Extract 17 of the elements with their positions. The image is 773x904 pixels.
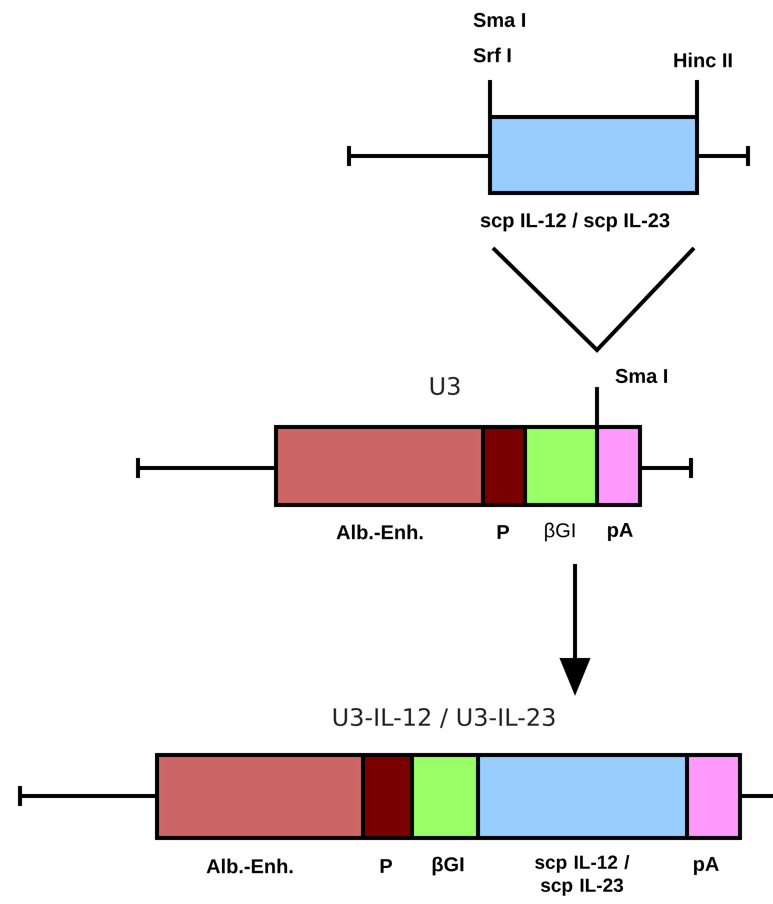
enzyme-label: Sma I	[616, 368, 667, 384]
node-label: P	[498, 525, 509, 539]
node-label: pA	[694, 857, 719, 875]
enzyme-label: Srf I	[474, 48, 511, 62]
node-label: pA	[608, 523, 633, 541]
node-label: Alb.-Enh.	[336, 524, 423, 540]
node-label: P	[380, 859, 392, 873]
segment-box: scp IL-12 / scp IL-23	[480, 115, 699, 232]
node-label: βGI	[432, 856, 464, 876]
construct-title: U3	[430, 376, 460, 396]
enzyme-label: Hinc II	[674, 52, 732, 68]
enzyme-label: Sma I	[474, 12, 525, 28]
node-label: βGI	[545, 522, 574, 542]
node-label: Alb.-Enh.	[206, 858, 293, 874]
node-label: scp IL-12 / scp IL-23	[535, 855, 630, 896]
construct-title: U3-IL-12 / U3-IL-23	[334, 708, 554, 728]
node-label: scp IL-12 / scp IL-23	[480, 212, 670, 232]
